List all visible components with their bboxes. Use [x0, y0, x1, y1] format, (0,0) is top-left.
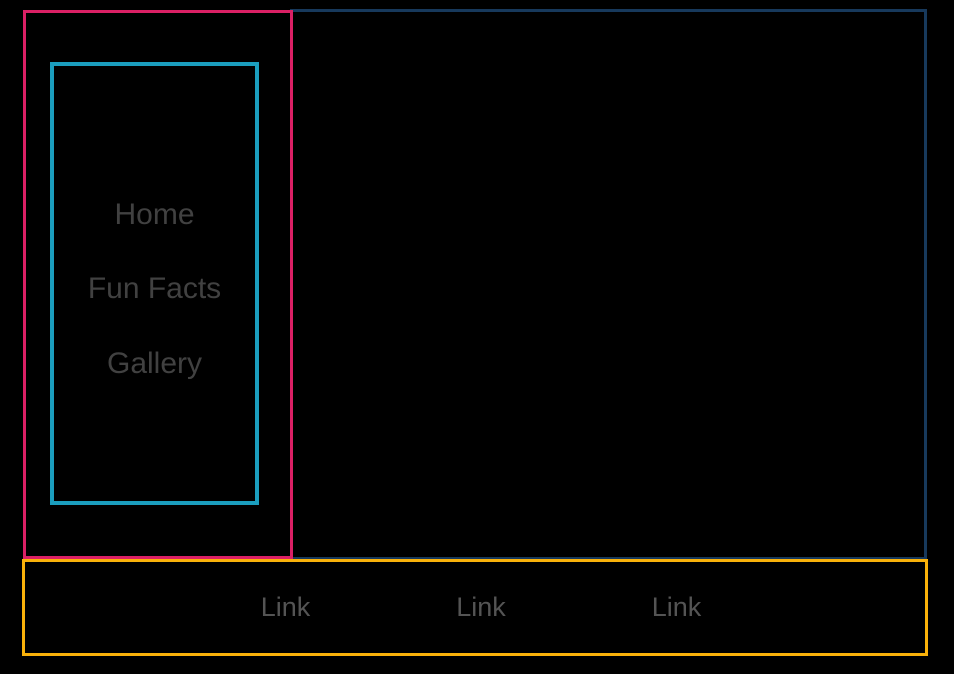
nav-link-gallery[interactable]: Gallery [106, 346, 203, 380]
footer-link-2[interactable]: Link [456, 591, 506, 622]
sidebar-nav: Home Fun Facts Gallery [50, 62, 259, 505]
main-content [290, 9, 927, 560]
footer: Link Link Link [22, 559, 928, 656]
footer-link-1[interactable]: Link [260, 591, 311, 622]
footer-link-3[interactable]: Link [651, 591, 702, 622]
nav-link-fun-facts[interactable]: Fun Facts [87, 272, 222, 306]
sidebar: Home Fun Facts Gallery [23, 10, 293, 559]
nav-link-home[interactable]: Home [114, 197, 195, 231]
